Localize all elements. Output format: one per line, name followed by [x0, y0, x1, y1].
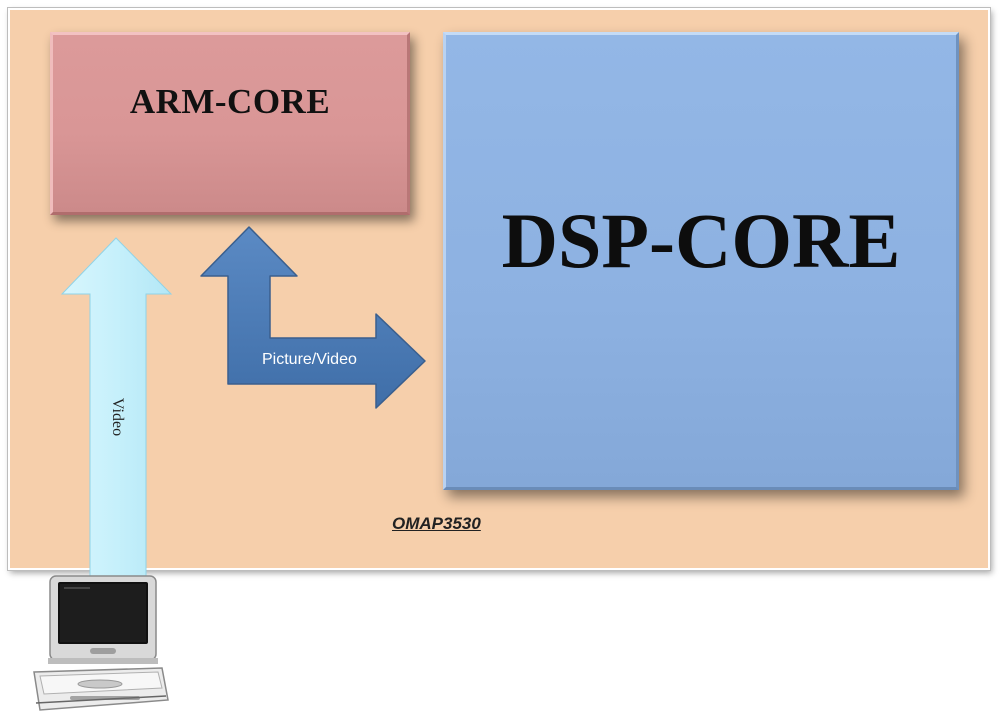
chip-label: OMAP3530 [392, 514, 481, 533]
arm-core-label: ARM-CORE [129, 81, 331, 121]
portable-dvd-player-icon [33, 575, 169, 711]
video-arrow-label: Video [109, 397, 126, 437]
dsp-core-block: DSP-CORE [443, 32, 959, 490]
dsp-core-label: DSP-CORE [501, 197, 901, 284]
picture-video-arrow-label: Picture/Video [262, 351, 357, 368]
picture-video-arrow [200, 226, 426, 409]
arm-core-block: ARM-CORE [50, 32, 410, 215]
